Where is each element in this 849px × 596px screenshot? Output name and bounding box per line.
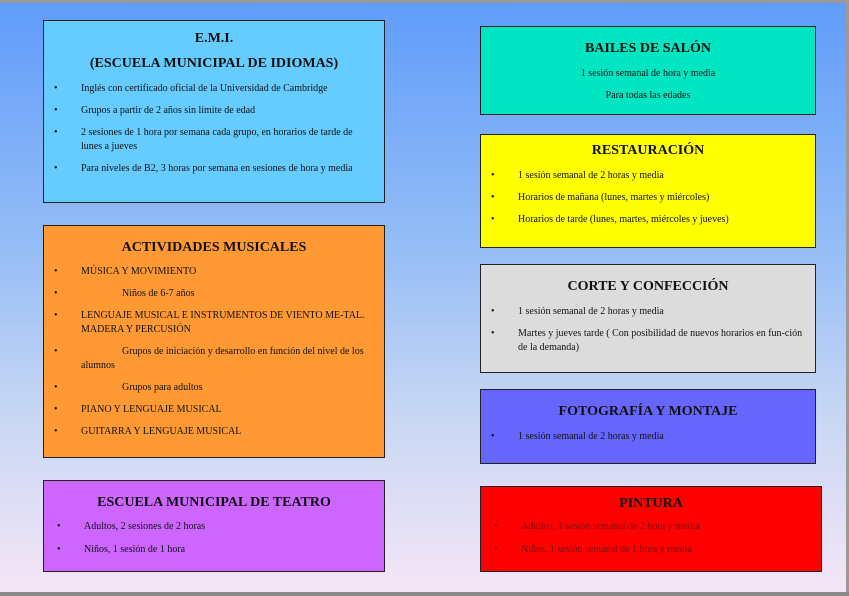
fotografia-title: FOTOGRAFÍA Y MONTAJE xyxy=(558,404,738,419)
emi-subtitle: (ESCUELA MUNICIPAL DE IDIOMAS) xyxy=(89,56,339,71)
teatro-list: Adultos, 2 sesiones de 2 horas Niños, 1 … xyxy=(57,520,376,566)
list-item: Martes y jueves tarde ( Con posibilidad … xyxy=(491,327,808,355)
list-item-text: Niños de 6-7 años xyxy=(122,288,195,299)
corte-list: 1 sesión semanal de 2 horas y media Mart… xyxy=(491,305,808,363)
pintura-list: Adultos, 1 sesión semanal de 2 hora y me… xyxy=(494,520,811,566)
fotografia-list: 1 sesión semanal de 2 horas y media xyxy=(491,430,808,444)
page-right-border xyxy=(846,0,849,596)
list-item: 2 sesiones de 1 hora por semana cada gru… xyxy=(54,126,376,154)
list-item: LENGUAJE MUSICAL E INSTRUMENTOS DE VIENT… xyxy=(54,309,376,337)
list-item: Grupos de iniciación y desarrollo en fun… xyxy=(54,345,376,373)
corte-box: CORTE Y CONFECCIÓN 1 sesión semanal de 2… xyxy=(480,264,816,373)
teatro-box: ESCUELA MUNICIPAL DE TEATRO Adultos, 2 s… xyxy=(43,480,385,572)
list-item: 1 sesión semanal de 2 horas y media xyxy=(491,169,808,183)
list-item: PIANO Y LENGUAJE MUSICAL xyxy=(54,403,376,417)
corte-title: CORTE Y CONFECCIÓN xyxy=(567,279,729,294)
restauracion-box: RESTAURACIÓN 1 sesión semanal de 2 horas… xyxy=(480,134,816,248)
list-item: Horarios de tarde (lunes, martes, miérco… xyxy=(491,213,808,227)
list-item: MÚSICA Y MOVIMIENTO xyxy=(54,265,376,279)
list-item: Para niveles de B2, 3 horas por semana e… xyxy=(54,162,376,176)
emi-list: Inglés con certificado oficial de la Uni… xyxy=(54,82,376,184)
list-item: 1 sesión semanal de 2 horas y media xyxy=(491,430,808,444)
emi-title: E.M.I. xyxy=(194,31,234,46)
bailes-line-1: 1 sesión semanal de hora y media xyxy=(580,68,716,79)
list-item: Niños, 1 sesión semanal de 1 hora y medi… xyxy=(494,543,811,557)
list-item: Grupos para adultos xyxy=(54,381,376,395)
pintura-title: PINTURA xyxy=(619,496,683,511)
fotografia-box: FOTOGRAFÍA Y MONTAJE 1 sesión semanal de… xyxy=(480,389,816,464)
list-item: Niños, 1 sesión de 1 hora xyxy=(57,543,376,557)
musicales-list: MÚSICA Y MOVIMIENTO Niños de 6-7 años LE… xyxy=(54,265,376,447)
teatro-title: ESCUELA MUNICIPAL DE TEATRO xyxy=(97,495,331,510)
emi-box: E.M.I. (ESCUELA MUNICIPAL DE IDIOMAS) In… xyxy=(43,20,385,203)
page-bottom-border xyxy=(0,592,849,596)
list-item-text: Grupos para adultos xyxy=(122,382,203,393)
list-item: Adultos, 1 sesión semanal de 2 hora y me… xyxy=(494,520,811,534)
list-item: Grupos a partir de 2 años sin límite de … xyxy=(54,104,376,118)
musicales-title: ACTIVIDADES MUSICALES xyxy=(121,240,307,255)
page-top-border xyxy=(0,0,849,3)
list-item: Niños de 6-7 años xyxy=(54,287,376,301)
bailes-title: BAILES DE SALÓN xyxy=(584,41,712,56)
list-item: GUITARRA Y LENGUAJE MUSICAL xyxy=(54,425,376,439)
list-item: 1 sesión semanal de 2 horas y media xyxy=(491,305,808,319)
list-item: Adultos, 2 sesiones de 2 horas xyxy=(57,520,376,534)
list-item-text: Grupos de iniciación y desarrollo en fun… xyxy=(81,346,364,371)
list-item: Horarios de mañana (lunes, martes y miér… xyxy=(491,191,808,205)
bailes-line-2: Para todas las edades xyxy=(605,90,691,101)
restauracion-title: RESTAURACIÓN xyxy=(591,143,705,158)
list-item: Inglés con certificado oficial de la Uni… xyxy=(54,82,376,96)
musicales-box: ACTIVIDADES MUSICALES MÚSICA Y MOVIMIENT… xyxy=(43,225,385,458)
pintura-box: PINTURA Adultos, 1 sesión semanal de 2 h… xyxy=(480,486,822,572)
bailes-box: BAILES DE SALÓN 1 sesión semanal de hora… xyxy=(480,26,816,115)
restauracion-list: 1 sesión semanal de 2 horas y media Hora… xyxy=(491,169,808,235)
